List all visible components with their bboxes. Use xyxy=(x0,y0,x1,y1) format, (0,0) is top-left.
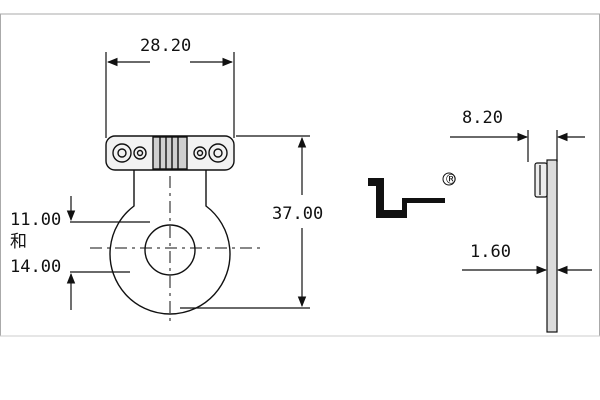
registered-mark: ® xyxy=(445,173,458,188)
brand-logo-icon: ® xyxy=(368,172,458,218)
dimension-left xyxy=(66,196,150,310)
side-hinge xyxy=(534,162,548,198)
dimension-height-total xyxy=(180,135,310,309)
side-view xyxy=(527,130,558,333)
side-plate xyxy=(546,159,558,333)
dim-side-top-text: 8.20 xyxy=(462,108,503,128)
right-screw-icon xyxy=(193,143,228,163)
dim-left-lower-text: 14.00 xyxy=(10,257,61,277)
left-screw-icon xyxy=(112,143,147,163)
dim-side-thickness-text: 1.60 xyxy=(470,242,511,262)
dim-width-top-text: 28.20 xyxy=(140,36,191,56)
dim-left-conjunction-text: 和 xyxy=(10,232,27,252)
drawing-frame xyxy=(0,13,600,337)
front-view xyxy=(90,135,262,322)
dim-left-upper-text: 11.00 xyxy=(10,210,61,230)
ring-body-outline xyxy=(109,170,231,315)
dim-height-total-text: 37.00 xyxy=(272,204,323,224)
center-hole xyxy=(144,224,196,276)
hinge-knuckle xyxy=(152,136,188,170)
dimension-width-top xyxy=(105,52,235,138)
